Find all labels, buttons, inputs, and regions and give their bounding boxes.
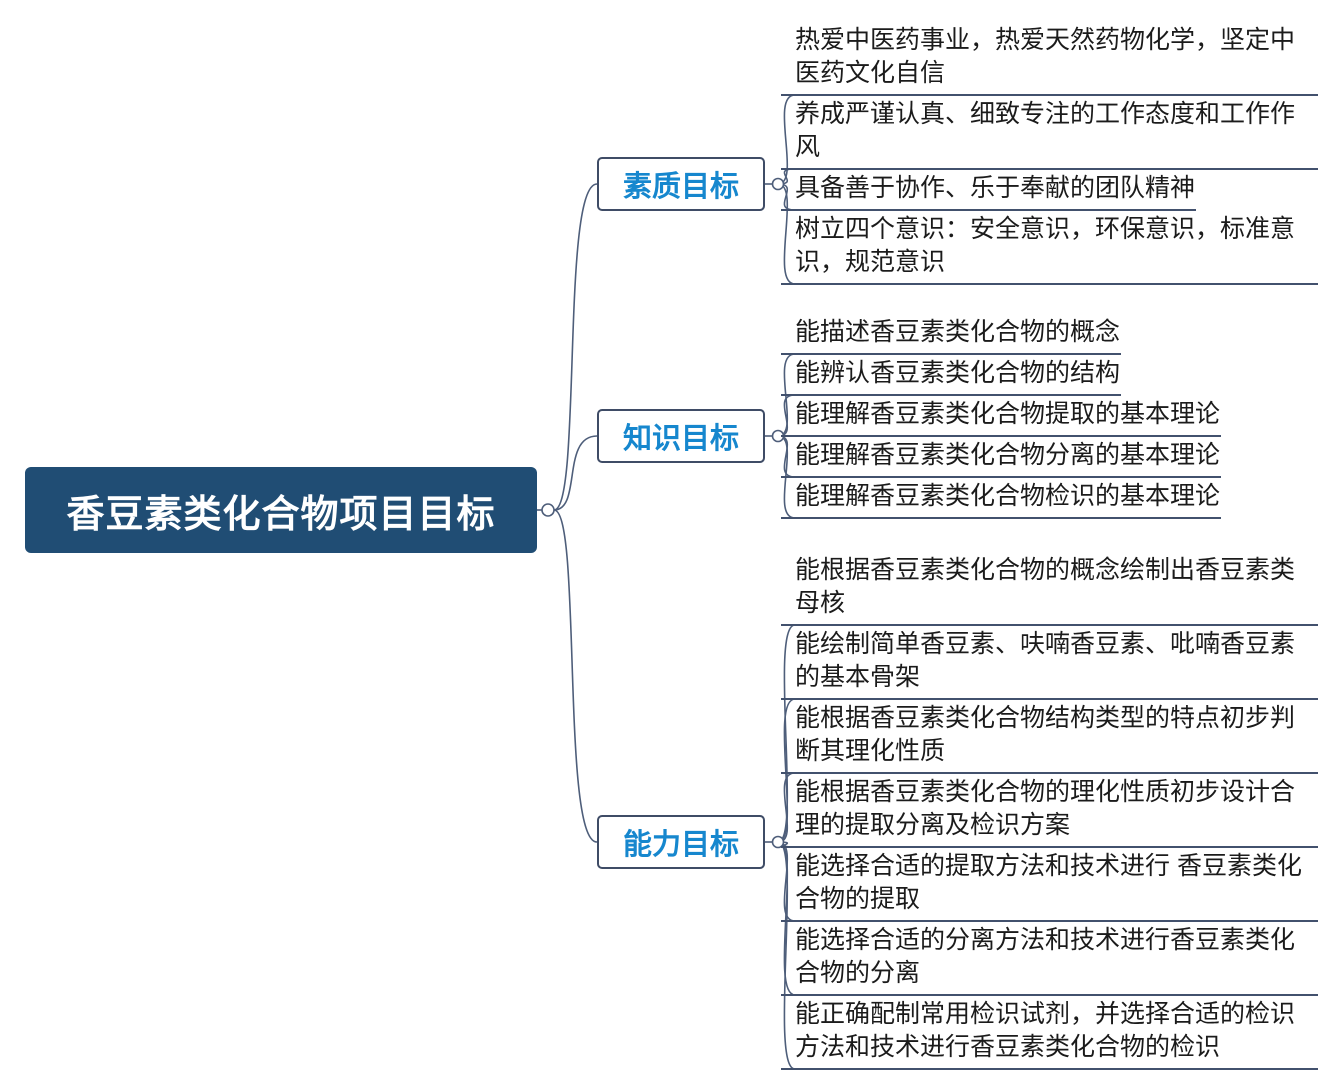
branch-topic-ability[interactable]: 能力目标 (597, 815, 765, 869)
branch-topic-quality[interactable]: 素质目标 (597, 157, 765, 211)
leaf-topic-ability-7[interactable]: 能正确配制常用检识试剂，并选择合适的检识方法和技术进行香豆素类化合物的检识 (781, 998, 1318, 1070)
leaf-topic-quality-1[interactable]: 热爱中医药事业，热爱天然药物化学，坚定中医药文化自信 (781, 24, 1318, 96)
connector-line (553, 509, 598, 843)
leaf-topic-knowledge-3[interactable]: 能理解香豆素类化合物提取的基本理论 (781, 398, 1222, 437)
leaf-topic-quality-2[interactable]: 养成严谨认真、细致专注的工作态度和工作作风 (781, 98, 1318, 170)
leaf-topic-ability-2[interactable]: 能绘制简单香豆素、呋喃香豆素、吡喃香豆素的基本骨架 (781, 628, 1318, 700)
leaf-topic-ability-4[interactable]: 能根据香豆素类化合物的理化性质初步设计合理的提取分离及检识方案 (781, 776, 1318, 848)
leaf-topic-knowledge-4[interactable]: 能理解香豆素类化合物分离的基本理论 (781, 439, 1222, 478)
leaf-group-knowledge: 能描述香豆素类化合物的概念 能辨认香豆素类化合物的结构 能理解香豆素类化合物提取… (781, 316, 1318, 521)
leaf-topic-ability-1[interactable]: 能根据香豆素类化合物的概念绘制出香豆素类母核 (781, 554, 1318, 626)
connector-line (553, 435, 598, 511)
leaf-group-ability: 能根据香豆素类化合物的概念绘制出香豆素类母核 能绘制简单香豆素、呋喃香豆素、吡喃… (781, 554, 1318, 1072)
branch-topic-knowledge[interactable]: 知识目标 (597, 409, 765, 463)
leaf-topic-quality-3[interactable]: 具备善于协作、乐于奉献的团队精神 (781, 172, 1197, 211)
leaf-topic-knowledge-1[interactable]: 能描述香豆素类化合物的概念 (781, 316, 1122, 355)
leaf-topic-knowledge-2[interactable]: 能辨认香豆素类化合物的结构 (781, 357, 1122, 396)
leaf-topic-quality-4[interactable]: 树立四个意识：安全意识，环保意识，标准意识，规范意识 (781, 213, 1318, 285)
leaf-group-quality: 热爱中医药事业，热爱天然药物化学，坚定中医药文化自信 养成严谨认真、细致专注的工… (781, 24, 1318, 287)
leaf-topic-knowledge-5[interactable]: 能理解香豆素类化合物检识的基本理论 (781, 480, 1222, 519)
leaf-topic-ability-5[interactable]: 能选择合适的提取方法和技术进行 香豆素类化合物的提取 (781, 850, 1318, 922)
leaf-topic-ability-3[interactable]: 能根据香豆素类化合物结构类型的特点初步判断其理化性质 (781, 702, 1318, 774)
leaf-topic-ability-6[interactable]: 能选择合适的分离方法和技术进行香豆素类化合物的分离 (781, 924, 1318, 996)
collapse-toggle[interactable] (541, 503, 555, 517)
connector-line (553, 183, 598, 511)
root-topic[interactable]: 香豆素类化合物项目目标 (25, 467, 537, 553)
